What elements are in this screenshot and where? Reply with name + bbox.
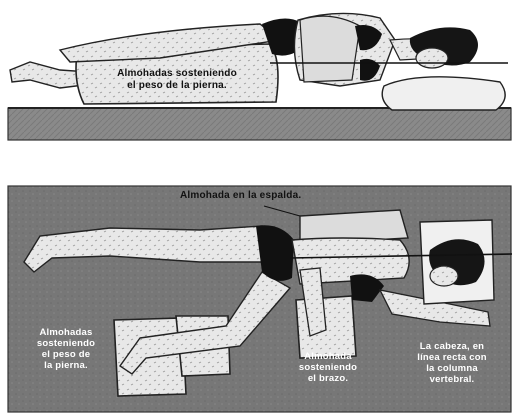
bottom-center-line-3: el brazo. <box>282 374 374 385</box>
top-back-pillow <box>300 16 360 82</box>
bottom-head-label: La cabeza, en línea recta con la columna… <box>396 342 508 386</box>
bottom-left-line-4: la pierna. <box>18 361 114 372</box>
bottom-leg-pillow-label: Almohadas sosteniendo el peso de la pier… <box>18 328 114 372</box>
bottom-back-pillow-label: Almohada en la espalda. <box>180 190 380 202</box>
top-head-pillow <box>382 77 505 110</box>
bottom-label-top: Almohada en la espalda. <box>180 190 380 202</box>
top-label-line-1: Almohadas sosteniendo <box>88 68 266 80</box>
top-leg-pillow-label: Almohadas sosteniendo el peso de la pier… <box>88 68 266 91</box>
bottom-face <box>430 266 458 286</box>
bottom-right-line-4: vertebral. <box>396 375 508 386</box>
top-face <box>416 48 448 68</box>
top-mat <box>8 108 511 140</box>
bottom-arm-pillow-label: Almohada sosteniendo el brazo. <box>282 352 374 385</box>
top-label-line-2: el peso de la pierna. <box>88 80 266 92</box>
